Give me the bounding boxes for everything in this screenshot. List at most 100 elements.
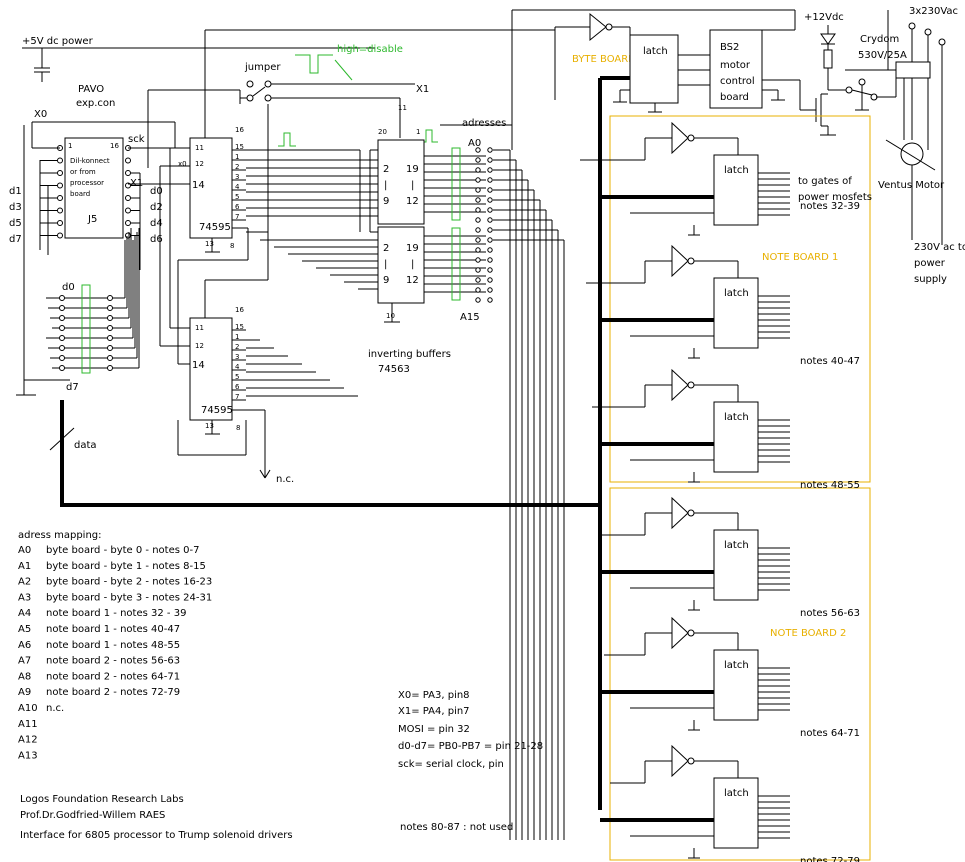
latch-notes-label: notes 48-55: [800, 480, 860, 491]
address-pin: [487, 287, 493, 293]
sr-output-pin: 6: [235, 203, 240, 211]
j5-pin-left: [57, 207, 63, 214]
buf-bot-r2: |: [411, 259, 414, 270]
address-pin: [487, 297, 493, 303]
buf-top-r3: 12: [406, 196, 419, 207]
address-pin: [487, 227, 493, 233]
connector-j5: PAVO exp.con X0 sck X1 1 16 Dil-konnect …: [9, 84, 240, 396]
buffers-label-2: 74563: [378, 364, 410, 375]
buf-bot-l2: |: [384, 259, 387, 270]
sr2-pin12: 12: [195, 342, 204, 350]
bus-d7-label: d7: [66, 382, 79, 393]
credit-title: Interface for 6805 processor to Trump so…: [20, 830, 293, 841]
mapping-address: A0: [18, 545, 31, 556]
address-pin: [475, 247, 481, 253]
bus-pin: [59, 325, 65, 331]
buf-bot-pin10: 10: [386, 312, 395, 320]
mapping-desc: byte board - byte 1 - notes 8-15: [46, 561, 206, 572]
sr1-name: 74595: [199, 222, 231, 233]
pin-note-4: d0-d7= PB0-PB7 = pin 21-28: [398, 741, 543, 752]
buffer-bottom: 10 2 | 9 19 | 12: [369, 149, 425, 323]
mapping-desc: byte board - byte 2 - notes 16-23: [46, 577, 212, 588]
latch-notes-label: notes 32-39: [800, 201, 860, 212]
bus-pin: [59, 345, 65, 351]
bus-d0-label: d0: [62, 282, 75, 293]
latch-block: latch notes 72-79: [600, 744, 860, 862]
supply-5v-label: +5V dc power: [22, 36, 94, 47]
note-board-2-frame: [609, 487, 871, 861]
mains-note-1: 230V ac to: [914, 242, 965, 253]
buffers-label-1: inverting buffers: [368, 349, 451, 360]
mapping-title: adress mapping:: [18, 530, 102, 541]
buf-bot-l1: 2: [383, 243, 389, 254]
sr1-pin11: 11: [195, 144, 204, 152]
jumper-x1-label: X1: [416, 84, 429, 95]
address-pin: [475, 267, 481, 273]
mapping-desc: note board 1 - notes 32 - 39: [46, 608, 186, 619]
bus-pin: [107, 295, 113, 301]
address-pin: [475, 237, 481, 243]
power-rail: +5V dc power: [22, 29, 555, 138]
j5-pin-right: [125, 195, 131, 201]
bus-pin: [59, 355, 65, 361]
address-pin: [475, 257, 481, 263]
byte-board-label: BYTE BOARD: [572, 54, 636, 65]
sr1-pin8: 8: [230, 242, 234, 250]
sr2-pin8: 8: [236, 424, 240, 432]
sr1-pin14: 14: [192, 180, 205, 191]
note-board-1-frame: [609, 115, 871, 483]
latch-label: latch: [724, 660, 749, 671]
mapping-desc: byte board - byte 0 - notes 0-7: [46, 545, 199, 556]
address-pin: [475, 167, 481, 173]
latch-label: latch: [724, 788, 749, 799]
sr2-pin16: 16: [235, 306, 244, 314]
note-board-1-label: NOTE BOARD 1: [762, 252, 838, 263]
buffer-top: 20 1 11 2 | 9 19 | 12: [377, 104, 425, 225]
mosfet-note-1: to gates of: [798, 176, 852, 187]
sr-output-pin: 2: [235, 163, 239, 171]
j5-text-4: board: [70, 190, 90, 198]
bus-pin: [59, 315, 65, 321]
sr-output-pin: 6: [235, 383, 240, 391]
j5-pin-right: [125, 220, 131, 226]
sr2-name: 74595: [201, 405, 233, 416]
mapping-desc: note board 2 - notes 64-71: [46, 671, 180, 682]
address-pins: adresses A0 A15: [460, 118, 506, 323]
mapping-desc: note board 2 - notes 56-63: [46, 656, 180, 667]
connector-x0-label: X0: [34, 109, 47, 120]
j5-text-2: or from: [70, 168, 96, 176]
pin-notes: X0= PA3, pin8 X1= PA4, pin7 MOSI = pin 3…: [398, 690, 543, 833]
sr-output-pin: 4: [235, 183, 240, 191]
j5-text-1: Dil-konnect: [70, 157, 110, 165]
motor-control: BS2 motor control board +12Vdc Crydom 53…: [709, 6, 965, 285]
buf-top-pin11: 11: [398, 104, 407, 112]
address-pin: [487, 157, 493, 163]
address-pin: [475, 147, 481, 153]
address-pin: [487, 237, 493, 243]
mapping-address: A10: [18, 703, 38, 714]
sr2-pin14: 14: [192, 360, 205, 371]
connector-sck-label: sck: [128, 134, 145, 145]
label-d4: d4: [150, 218, 163, 229]
mapping-address: A7: [18, 656, 31, 667]
buf-top-l1: 2: [383, 164, 389, 175]
motor-label: Ventus Motor: [878, 180, 945, 191]
j5-pin16: 16: [110, 142, 119, 150]
latch-notes-label: notes 72-79: [800, 856, 860, 862]
bus-pin: [107, 345, 113, 351]
sr-output-pin: 7: [235, 213, 239, 221]
sr1-pin13: 13: [205, 240, 214, 248]
bus-pin: [107, 315, 113, 321]
label-d2: d2: [150, 202, 163, 213]
sr-output-pin: 7: [235, 393, 239, 401]
latch-notes-label: notes 64-71: [800, 728, 860, 739]
address-pin: [475, 277, 481, 283]
connector-title-1: PAVO: [78, 84, 104, 95]
pin-note-2: X1= PA4, pin7: [398, 706, 470, 717]
credit-lab: Logos Foundation Research Labs: [20, 794, 184, 805]
latch-label: latch: [724, 540, 749, 551]
j5-pin-left: [57, 182, 63, 189]
bs2-3: control: [720, 76, 755, 87]
